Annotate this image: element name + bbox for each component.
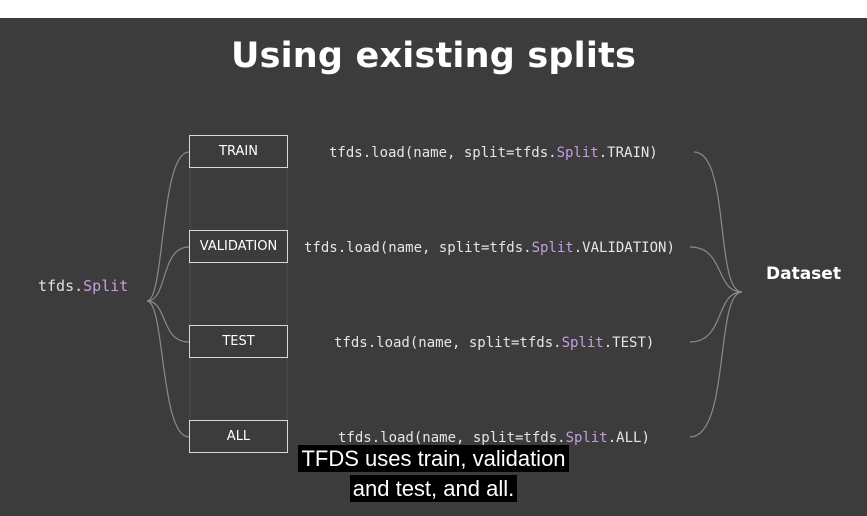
code-line-train: tfds.load(name, split=tfds.Split.TRAIN): [329, 145, 658, 161]
caption-text-1: TFDS uses train, validation: [298, 445, 569, 472]
split-source-prefix: tfds.: [38, 277, 84, 295]
code-suffix: .ALL): [607, 430, 650, 446]
connector-from-all: [689, 291, 743, 438]
split-box-all: ALL: [189, 420, 288, 453]
code-suffix: .TRAIN): [598, 145, 658, 161]
code-line-all: tfds.load(name, split=tfds.Split.ALL): [338, 430, 650, 446]
code-prefix: tfds.load(name, split=tfds.: [334, 335, 562, 351]
split-box-train: TRAIN: [189, 135, 288, 168]
connector-to-test: [146, 300, 190, 343]
connector-to-train: [146, 151, 190, 302]
code-suffix: .TEST): [603, 335, 655, 351]
code-suffix: .VALIDATION): [573, 240, 675, 256]
connector-to-validation: [146, 246, 190, 302]
code-prefix: tfds.load(name, split=tfds.: [329, 145, 557, 161]
split-source-highlight: Split: [83, 277, 129, 295]
slide: [0, 18, 867, 516]
code-prefix: tfds.load(name, split=tfds.: [304, 240, 532, 256]
split-source-label: tfds.Split: [38, 277, 128, 295]
slide-title: Using existing splits: [230, 36, 637, 76]
code-highlight: Split: [561, 335, 604, 351]
caption-line-1: TFDS uses train, validation: [0, 445, 867, 472]
code-prefix: tfds.load(name, split=tfds.: [338, 430, 566, 446]
caption-line-2: and test, and all.: [0, 475, 867, 502]
split-box-validation: VALIDATION: [189, 230, 288, 263]
connector-from-validation: [689, 246, 743, 293]
code-highlight: Split: [565, 430, 608, 446]
split-box-test: TEST: [189, 325, 288, 358]
connector-from-test: [689, 291, 743, 343]
code-highlight: Split: [556, 145, 599, 161]
code-highlight: Split: [531, 240, 574, 256]
code-line-validation: tfds.load(name, split=tfds.Split.VALIDAT…: [304, 240, 675, 256]
code-line-test: tfds.load(name, split=tfds.Split.TEST): [334, 335, 654, 351]
caption-text-2: and test, and all.: [349, 475, 518, 502]
connector-from-train: [693, 151, 743, 293]
dataset-label: Dataset: [766, 264, 841, 284]
connector-to-all: [146, 300, 190, 438]
